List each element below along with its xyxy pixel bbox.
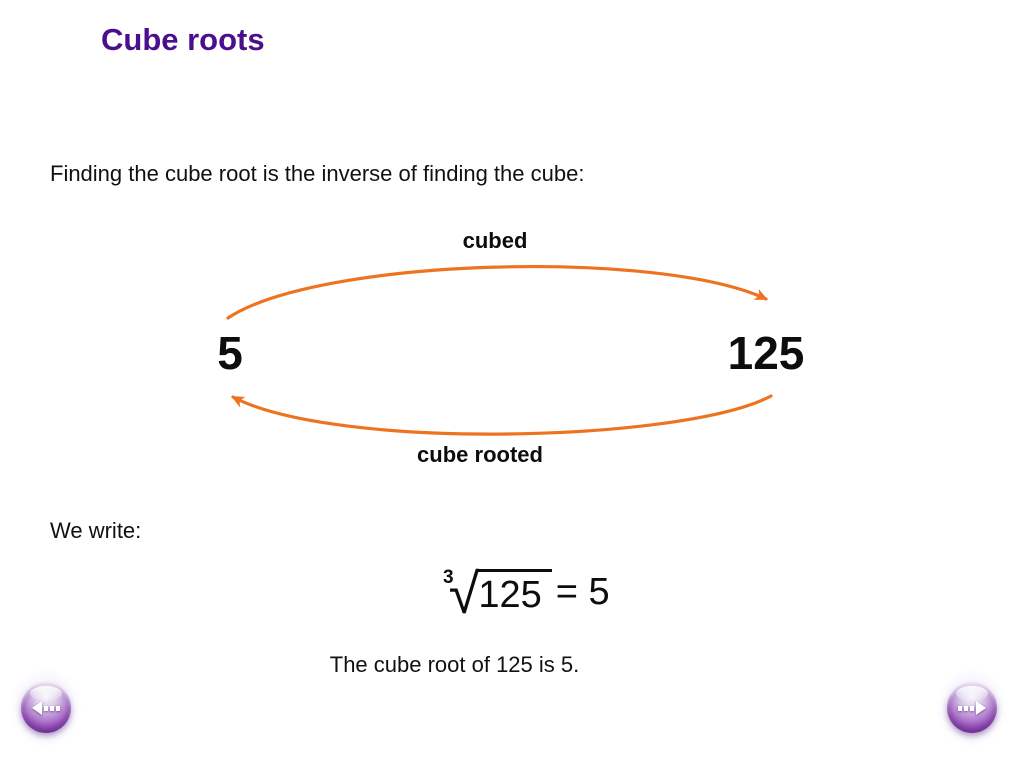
diagram-left-value: 5 [217, 327, 243, 379]
diagram-right-value: 125 [727, 327, 805, 379]
back-arrow-icon [32, 701, 60, 715]
we-write-text: We write: [50, 518, 142, 543]
root-index: 3 [443, 567, 454, 588]
equation-result: = 5 [555, 571, 610, 613]
diagram-bottom-label: cube rooted [417, 442, 543, 467]
cube-rooted-arrow-icon [231, 394, 773, 436]
triangle-right-icon [976, 701, 986, 715]
previous-slide-button[interactable] [10, 668, 82, 748]
radicand: 125 [476, 569, 552, 619]
radical-sign: √ [448, 562, 480, 625]
cubed-arrow-icon [226, 265, 768, 320]
equation-caption: The cube root of 125 is 5. [329, 652, 580, 677]
back-orb-icon [21, 683, 71, 733]
triangle-left-icon [32, 701, 42, 715]
dots-icon [958, 705, 974, 711]
intro-text: Finding the cube root is the inverse of … [50, 161, 585, 186]
forward-arrow-icon [958, 701, 986, 715]
dots-icon [44, 705, 60, 711]
next-slide-button[interactable] [936, 668, 1008, 748]
forward-orb-icon [947, 683, 997, 733]
diagram-top-label: cubed [462, 228, 528, 253]
page-title: Cube roots [101, 22, 265, 57]
cube-root-equation: 3 √ 125 = 5 [443, 562, 610, 625]
